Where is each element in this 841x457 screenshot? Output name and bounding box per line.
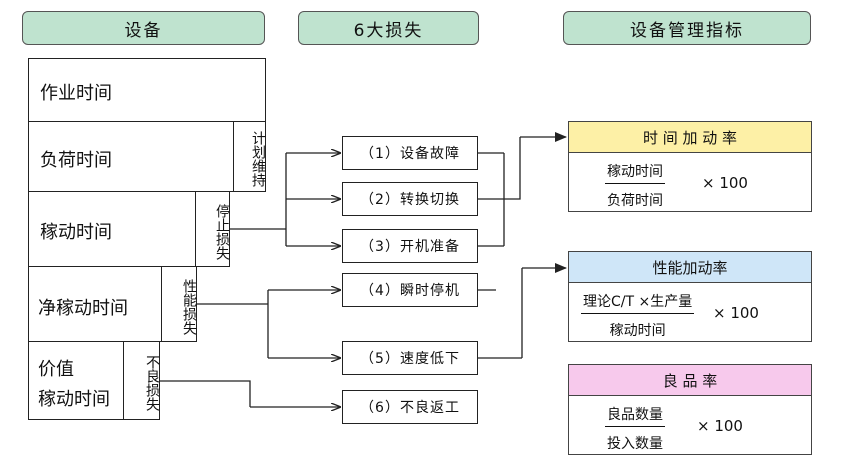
performance-rate-fraction: 理论C/T ×生产量 稼动时间 (581, 291, 695, 340)
loss-item: （1）设备故障 (342, 136, 478, 170)
metric-yield-rate-title: 良 品 率 (569, 365, 811, 396)
connector-losses-1-3-out (478, 137, 521, 247)
metric-performance-rate-title: 性能加动率 (569, 252, 811, 283)
value-label-line2: 稼动时间 (38, 389, 110, 410)
loss-item: （6）不良返工 (342, 390, 478, 424)
metric-performance-rate-formula: 理论C/T ×生产量 稼动时间 × 100 (569, 283, 811, 341)
value-operating-time-box: 价值 稼动时间 (28, 341, 124, 420)
metric-time-rate-formula: 稼动时间 负荷时间 × 100 (569, 153, 811, 211)
operating-time-label: 稼动时间 (40, 222, 112, 243)
yield-rate-fraction: 良品数量 投入数量 (605, 404, 665, 453)
planned-maintenance-tag: 计划维持 (233, 121, 266, 192)
loss-item: （2）转换切换 (342, 182, 478, 216)
working-time-label: 作业时间 (40, 83, 112, 104)
time-rate-fraction: 稼动时间 负荷时间 (605, 161, 665, 210)
fraction-numerator: 良品数量 (605, 404, 665, 427)
multiplier: × 100 (702, 174, 748, 192)
fraction-numerator: 理论C/T ×生产量 (581, 291, 695, 314)
multiplier: × 100 (697, 417, 743, 435)
metric-yield-rate-formula: 良品数量 投入数量 × 100 (569, 396, 811, 454)
multiplier: × 100 (713, 304, 759, 322)
header-management-index: 设备管理指标 (563, 11, 811, 45)
loss-item: （4）瞬时停机 (342, 273, 478, 307)
metric-time-rate: 时 间 加 动 率 稼动时间 负荷时间 × 100 (568, 121, 812, 212)
fraction-denominator: 投入数量 (607, 436, 663, 452)
load-time-box: 负荷时间 (28, 121, 234, 192)
fraction-numerator: 稼动时间 (605, 161, 665, 184)
fraction-denominator: 负荷时间 (607, 193, 663, 209)
connector-losses-4-5-out (478, 268, 523, 359)
working-time-box: 作业时间 (28, 58, 266, 122)
header-equipment: 设备 (22, 11, 265, 45)
performance-loss-tag: 性能损失 (161, 266, 197, 342)
connector-performance-loss (197, 290, 269, 358)
metric-yield-rate: 良 品 率 良品数量 投入数量 × 100 (568, 364, 812, 455)
metric-time-rate-title: 时 间 加 动 率 (569, 122, 811, 153)
loss-item: （3）开机准备 (342, 229, 478, 263)
connector-defect-loss (160, 380, 251, 407)
metric-performance-rate: 性能加动率 理论C/T ×生产量 稼动时间 × 100 (568, 251, 812, 342)
defect-loss-tag: 不良损失 (123, 341, 160, 420)
value-label-line1: 价值 (38, 359, 74, 380)
net-operating-time-box: 净稼动时间 (28, 266, 162, 342)
load-time-label: 负荷时间 (40, 150, 112, 171)
net-operating-time-label: 净稼动时间 (38, 298, 128, 319)
stop-loss-tag: 停止损失 (195, 191, 230, 267)
loss-item: （5）速度低下 (342, 341, 478, 375)
fraction-denominator: 稼动时间 (609, 323, 666, 339)
header-six-losses: 6大损失 (298, 11, 479, 45)
operating-time-box: 稼动时间 (28, 191, 196, 267)
